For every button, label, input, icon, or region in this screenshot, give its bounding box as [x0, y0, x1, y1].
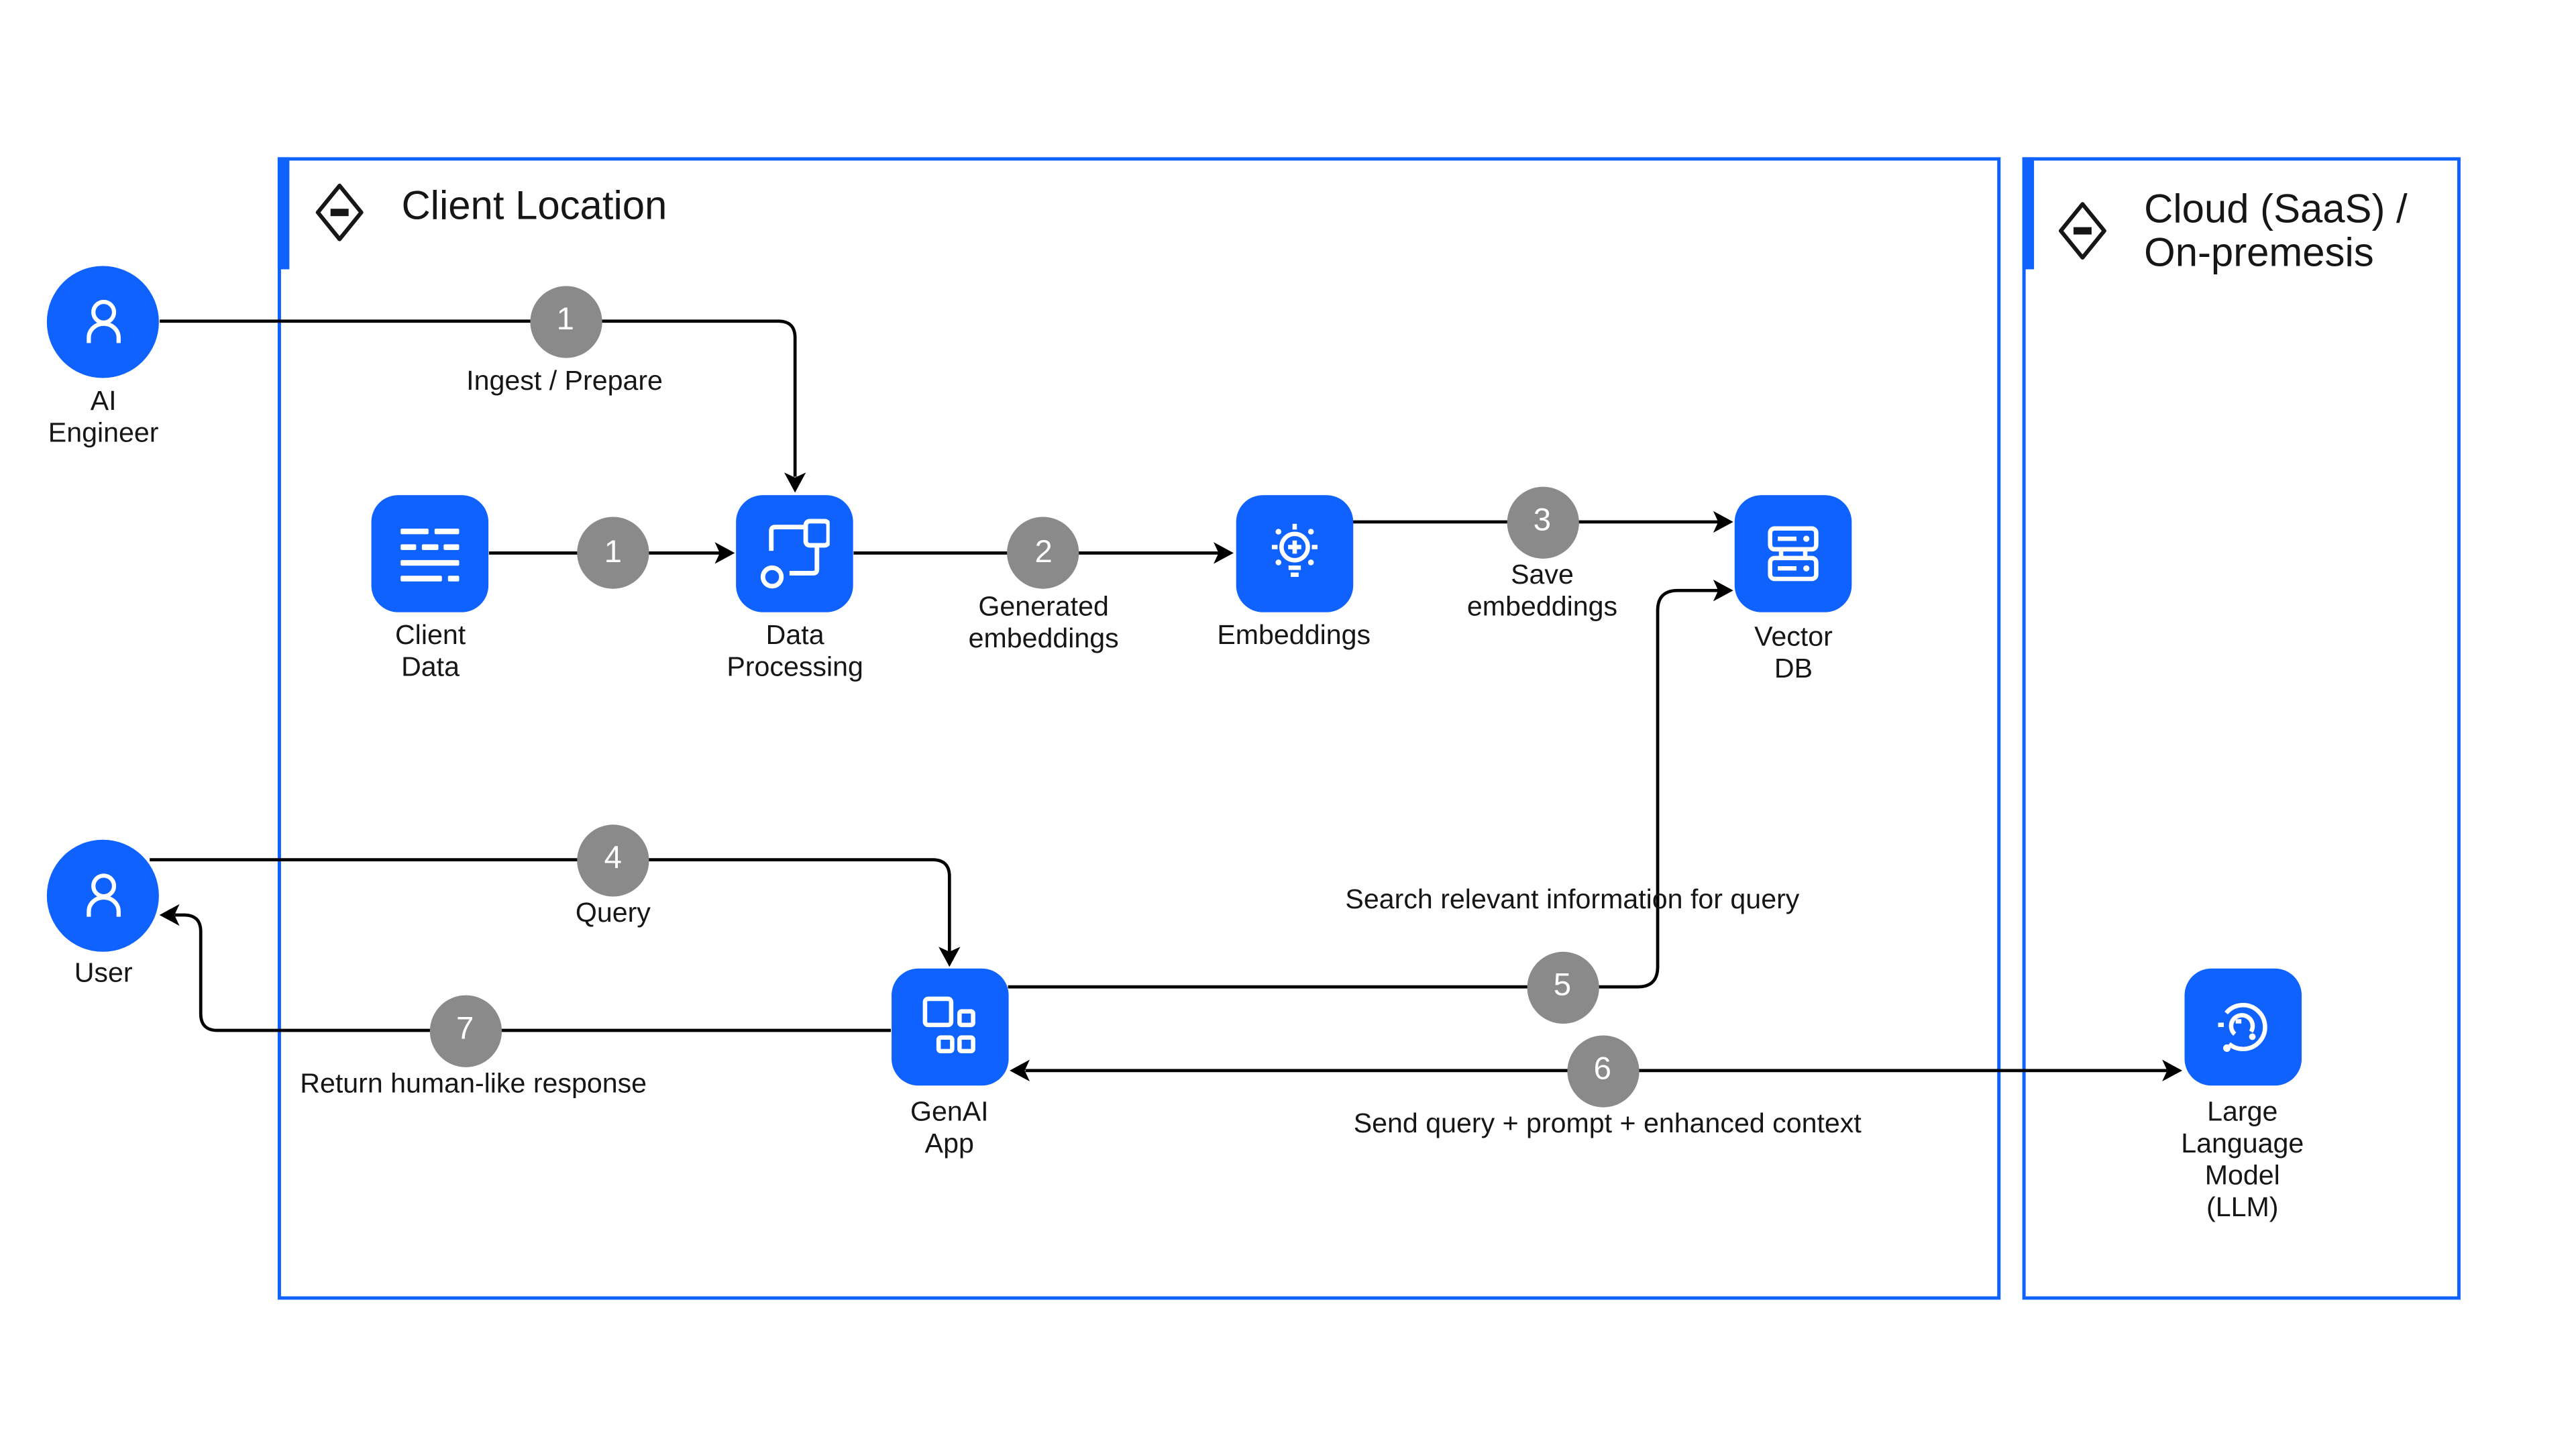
- arrowhead-into-vectordb-bottom: [1713, 579, 1733, 602]
- arrowhead-into-vectordb-top: [1713, 510, 1733, 533]
- client-region-accent-bar: [276, 158, 289, 270]
- node-embeddings: [1235, 494, 1352, 612]
- arrowhead-into-genai-top: [938, 947, 961, 967]
- ai-swirl-icon: [2207, 992, 2277, 1063]
- arrowhead-into-genai-right: [1010, 1059, 1030, 1082]
- step-badge-6: 6: [1566, 1034, 1639, 1107]
- user-avatar: [47, 839, 160, 951]
- edge-genai-return-user: [174, 913, 892, 1032]
- step-label-generated-embeddings: Generated embeddings: [968, 591, 1119, 654]
- arrowhead-into-llm: [2162, 1059, 2183, 1082]
- step-badge-3: 3: [1506, 486, 1578, 558]
- arrowhead-into-embeddings: [1214, 542, 1234, 564]
- step-badge-1-ingest: 1: [529, 285, 602, 358]
- ai-engineer-label: AI Engineer: [48, 386, 159, 449]
- apps-grid-icon: [916, 993, 983, 1061]
- arrowhead-into-dataprocessing-left: [714, 542, 735, 564]
- document-data-icon: [372, 494, 489, 612]
- flow-icon: [760, 518, 830, 588]
- step-label-query: Query: [575, 898, 651, 928]
- node-data-processing: [736, 494, 854, 612]
- step-badge-4: 4: [577, 824, 649, 896]
- cloud-region-title-line1: Cloud (SaaS) /: [2144, 186, 2408, 232]
- client-location-region: [276, 158, 2001, 1301]
- cloud-region-title: Cloud (SaaS) / On-premesis: [2144, 186, 2408, 276]
- node-embeddings-label: Embeddings: [1217, 621, 1371, 651]
- node-vector-db: [1735, 494, 1852, 612]
- edge-genai-vectordb: [1008, 588, 1720, 989]
- client-location-diamond-icon: [315, 182, 365, 243]
- cloud-region-accent-bar: [2022, 158, 2034, 270]
- edge-ingest-prepare: [160, 319, 797, 477]
- node-data-processing-label: Data Processing: [727, 619, 863, 682]
- edge-user-query-genai: [150, 858, 951, 952]
- idea-lightbulb-icon: [1258, 518, 1329, 588]
- step-badge-5: 5: [1526, 951, 1599, 1023]
- node-llm-label: Large Language Model (LLM): [2181, 1096, 2304, 1222]
- person-icon: [72, 863, 136, 927]
- user-label: User: [74, 957, 133, 988]
- arrowhead-into-dataprocessing-top: [784, 472, 806, 493]
- node-genai-app-label: GenAI App: [910, 1096, 989, 1159]
- node-llm: [2184, 968, 2302, 1086]
- step-label-send-query: Send query + prompt + enhanced context: [1353, 1109, 1862, 1140]
- cloud-region-title-line2: On-premesis: [2144, 229, 2374, 276]
- step-label-search-relevant: Search relevant information for query: [1345, 885, 1800, 915]
- cloud-region-diamond-icon: [2057, 201, 2107, 261]
- node-client-data-label: Client Data: [394, 619, 466, 682]
- step-label-return-response: Return human-like response: [300, 1069, 647, 1099]
- node-vector-db-label: Vector DB: [1754, 621, 1833, 684]
- client-location-title: Client Location: [401, 184, 667, 229]
- person-icon: [72, 289, 136, 353]
- arrowhead-into-user: [159, 904, 180, 926]
- ai-engineer-avatar: [47, 265, 160, 378]
- cloud-region: [2022, 158, 2461, 1301]
- node-genai-app: [891, 968, 1008, 1086]
- step-badge-1-data: 1: [577, 517, 649, 589]
- step-label-ingest-prepare: Ingest / Prepare: [466, 366, 663, 396]
- node-client-data: [372, 494, 489, 612]
- step-label-save-embeddings: Save embeddings: [1466, 560, 1618, 623]
- step-badge-2: 2: [1008, 517, 1080, 589]
- server-database-icon: [1758, 518, 1829, 588]
- step-badge-7: 7: [429, 994, 501, 1067]
